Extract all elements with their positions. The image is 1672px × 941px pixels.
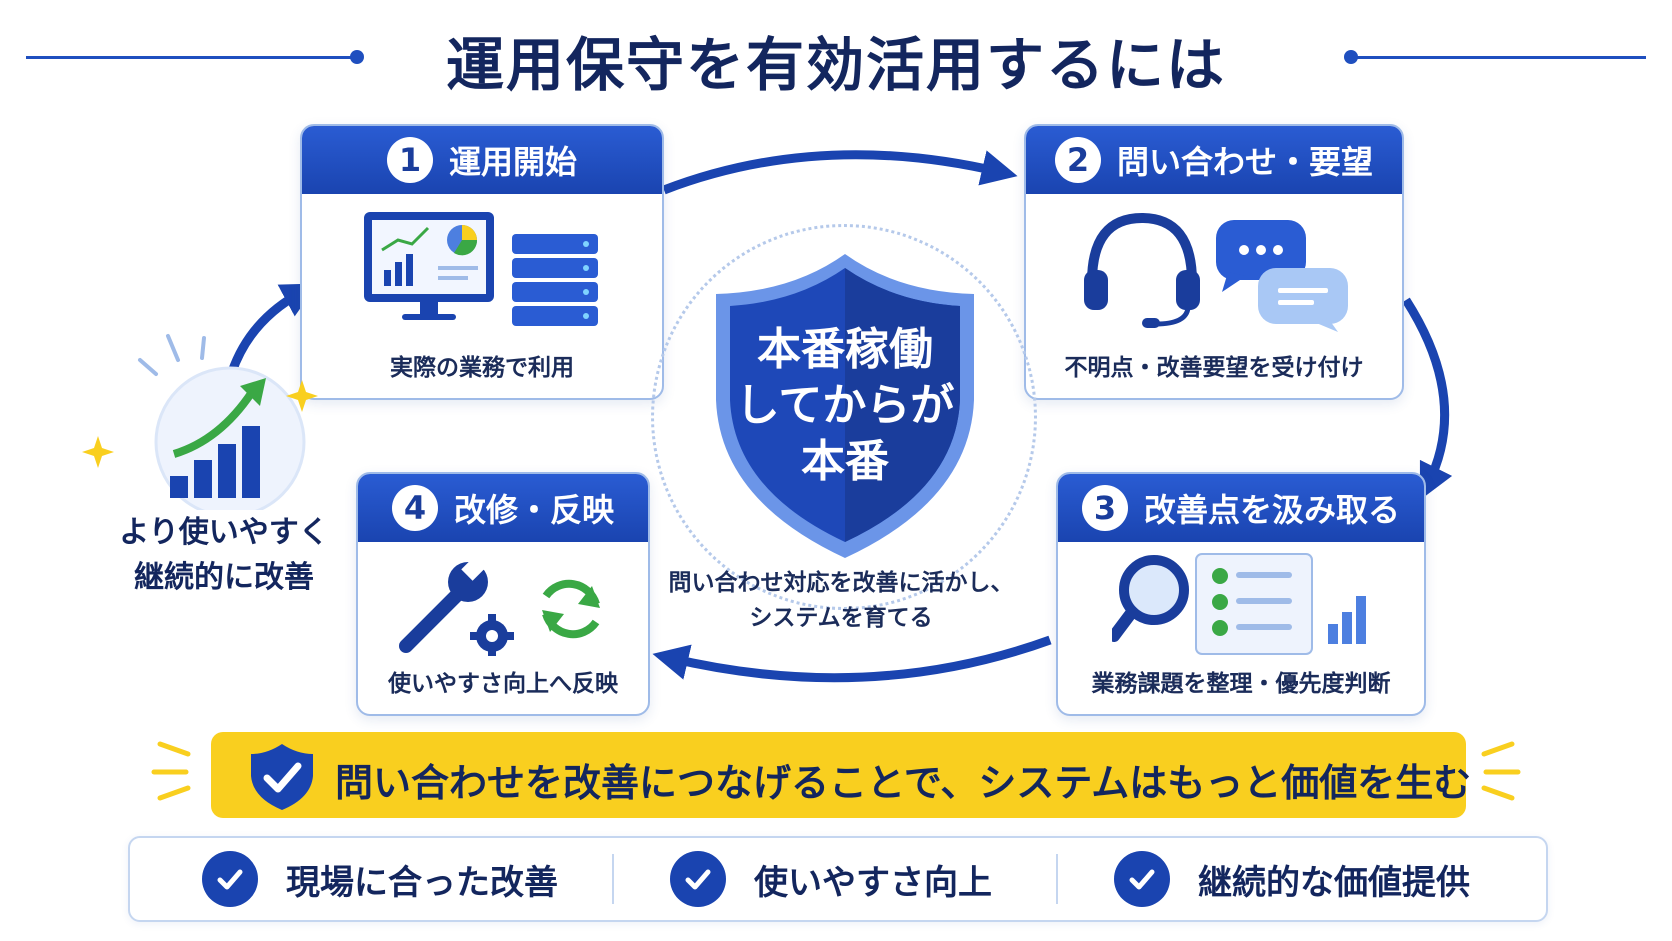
- check-icon: [670, 851, 726, 907]
- banner-text: 問い合わせを改善につなげることで、システムはもっと価値を生む: [335, 761, 1472, 805]
- monitor-server-icon: [364, 212, 598, 326]
- banner-spark-left: [151, 741, 191, 801]
- growth-chart-icon: [82, 334, 318, 510]
- step-3-caption: 業務課題を整理・優先度判断: [1091, 671, 1391, 697]
- benefits-bar: 現場に合った改善 使いやすさ向上 継続的な価値提供: [128, 836, 1548, 922]
- benefit-item-2: 使いやすさ向上: [670, 838, 992, 920]
- check-icon: [1114, 851, 1170, 907]
- title-line-left: [26, 56, 356, 59]
- step-4-number: 4: [391, 485, 438, 531]
- center-dotted-circle: [651, 224, 1037, 610]
- step-1-card: 1 運用開始 実際の業務で利用: [300, 124, 664, 400]
- analysis-checklist-icon: [1112, 553, 1366, 655]
- shield-line-3: 本番: [801, 436, 889, 487]
- benefit-label-2: 使いやすさ向上: [754, 862, 992, 903]
- title-dot-right: [1344, 50, 1358, 64]
- step-3-card: 3 改善点を汲み取る 業務課題を整理・優先度判断: [1056, 472, 1426, 716]
- arrow-3-to-4: [652, 635, 1052, 683]
- shield-check-icon: [251, 744, 313, 810]
- improve-line-1: より使いやすく: [119, 515, 329, 550]
- page-title: 運用保守を有効活用するには: [445, 31, 1226, 99]
- check-icon: [202, 851, 258, 907]
- step-4-card: 4 改修・反映 使いやすさ向上へ反映: [356, 472, 650, 716]
- step-4-title: 改修・反映: [453, 491, 614, 529]
- shield-line-2: してからが: [735, 380, 955, 431]
- message-banner: 問い合わせを改善につなげることで、システムはもっと価値を生む: [211, 732, 1471, 818]
- step-2-number: 2: [1054, 137, 1101, 183]
- benefit-label-3: 継続的な価値提供: [1198, 862, 1470, 903]
- title-dot-left: [350, 50, 364, 64]
- step-2-card: 2 問い合わせ・要望 不明点・改善要望を受け付け: [1024, 124, 1404, 400]
- arrow-2-to-3: [1402, 297, 1453, 501]
- benefit-separator-1: [612, 854, 614, 904]
- step-1-caption: 実際の業務で利用: [390, 355, 574, 381]
- step-2-header: 2 問い合わせ・要望: [1026, 126, 1402, 194]
- step-3-title: 改善点を汲み取る: [1143, 491, 1400, 529]
- center-note-line-2: システムを育てる: [749, 605, 933, 631]
- step-2-title: 問い合わせ・要望: [1116, 143, 1373, 181]
- banner-spark-right: [1481, 741, 1521, 801]
- step-1-header: 1 運用開始: [302, 126, 662, 194]
- benefit-label-1: 現場に合った改善: [286, 862, 558, 903]
- step-4-header: 4 改修・反映: [358, 474, 648, 542]
- step-1-title: 運用開始: [448, 143, 577, 181]
- center-note-line-1: 問い合わせ対応を改善に活かし、: [668, 570, 1014, 596]
- step-1-number: 1: [386, 137, 433, 183]
- arrow-1-to-2: [662, 150, 1018, 195]
- benefit-item-1: 現場に合った改善: [202, 838, 558, 920]
- shield-icon: [716, 254, 974, 558]
- step-3-number: 3: [1081, 485, 1128, 531]
- step-4-caption: 使いやすさ向上へ反映: [388, 671, 618, 697]
- step-3-header: 3 改善点を汲み取る: [1058, 474, 1424, 542]
- wrench-gear-refresh-icon: [399, 556, 600, 656]
- improve-line-2: 継続的に改善: [134, 560, 314, 595]
- shield-line-1: 本番稼働: [757, 324, 933, 375]
- center-note: 問い合わせ対応を改善に活かし、 システムを育てる: [651, 566, 1031, 636]
- benefit-item-3: 継続的な価値提供: [1114, 838, 1470, 920]
- headset-chat-icon: [1084, 212, 1348, 332]
- step-2-caption: 不明点・改善要望を受け付け: [1064, 355, 1364, 381]
- title-line-right: [1352, 56, 1646, 59]
- improve-text: より使いやすく 継続的に改善: [104, 510, 344, 600]
- arrow-improve-to-1: [227, 283, 318, 374]
- benefit-separator-2: [1056, 854, 1058, 904]
